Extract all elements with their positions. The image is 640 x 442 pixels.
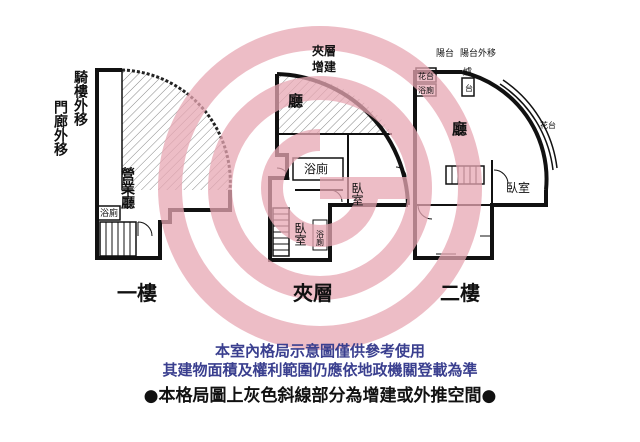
balcony-label: 陽台 [436, 47, 454, 59]
sink-label: 台 [465, 83, 473, 93]
second-floor-title: 二樓 [440, 281, 480, 305]
mezzanine-title: 夾層 [293, 281, 333, 305]
arcade-label: 騎樓外移 [72, 69, 88, 127]
shop-hall-label: 營業廳 [119, 166, 136, 210]
disclaimer-line-2: 其建物面積及權利範圍仍應依地政機關登載為準 [162, 361, 478, 379]
second-floor-bath-label: 浴廁 [418, 85, 434, 95]
mezzanine-hall-label: 廳 [288, 92, 303, 110]
planter-top-label: 花台 [418, 71, 434, 81]
mezzanine-bedroom-right-label: 臥室 [350, 182, 364, 206]
mezzanine-small-bath-label: 浴廁 [316, 229, 325, 247]
planter-right-label: 花台 [540, 120, 556, 130]
mezzanine-bedroom-left-label: 臥室 [293, 222, 307, 246]
mezzanine-bath-label: 浴廁 [304, 161, 328, 176]
first-floor-bath-label: 浴廁 [100, 207, 118, 219]
stove-label: 爐 [463, 66, 472, 78]
door-side-label: 門廊外移 [52, 100, 68, 157]
disclaimer-line-3: ●本格局圖上灰色斜線部分為增建或外推空間● [143, 386, 497, 406]
mezzanine-addition-label-2: 增建 [312, 59, 337, 74]
balcony-ext-label: 陽台外移 [460, 47, 496, 59]
second-floor-bedroom-label: 臥室 [506, 180, 530, 195]
watermark-logo [158, 26, 482, 350]
second-floor-hall-label: 廳 [452, 120, 467, 138]
mezzanine-addition-label-1: 夾層 [312, 43, 336, 58]
first-floor-title: 一樓 [117, 281, 157, 305]
disclaimer-line-1: 本室內格局示意圖僅供參考使用 [214, 342, 425, 360]
